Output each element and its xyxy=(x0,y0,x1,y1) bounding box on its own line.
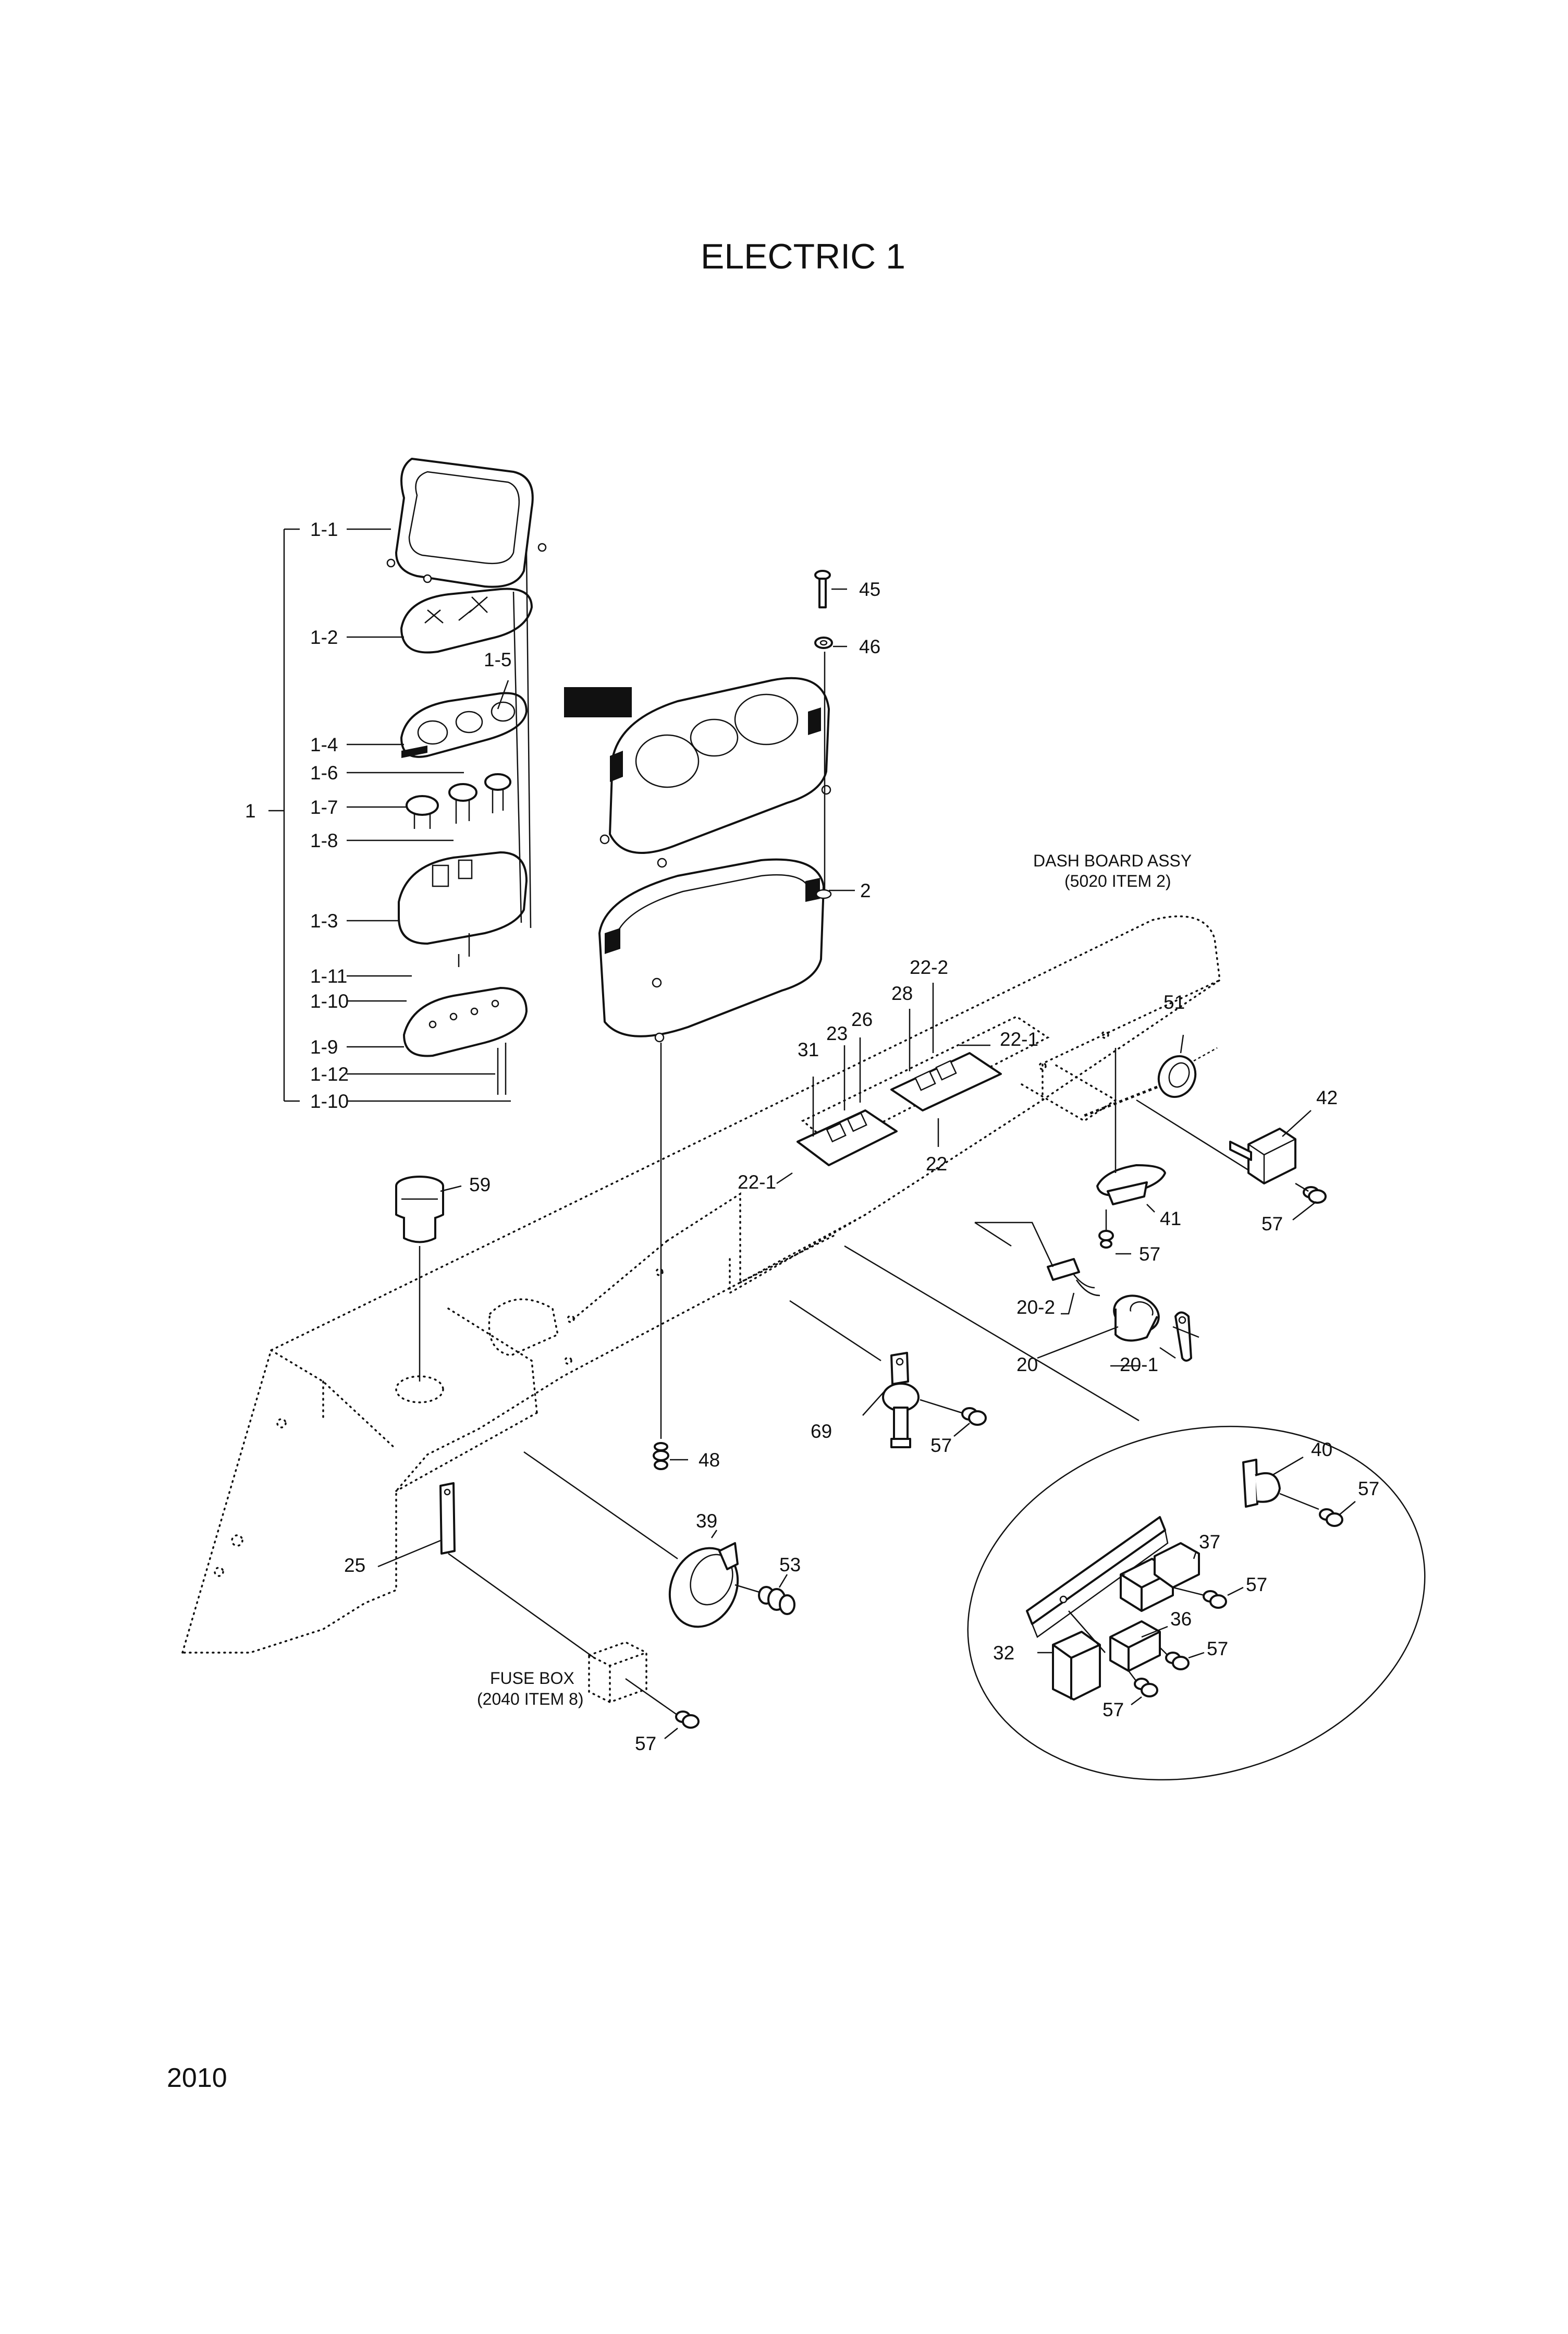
switch-panel-31 xyxy=(797,1109,898,1166)
callout-48: 48 xyxy=(699,1449,720,1471)
part-42 xyxy=(1229,1128,1296,1184)
bolt-57-c xyxy=(920,1399,987,1437)
callout-46: 46 xyxy=(859,636,880,657)
page-number: 2010 xyxy=(167,2063,227,2093)
cluster-panel-1-4 xyxy=(400,692,528,758)
bolt-57-e xyxy=(1319,1501,1356,1527)
cluster-case-1-3 xyxy=(398,851,528,945)
callout-25: 25 xyxy=(344,1555,365,1576)
callout-1-9: 1-9 xyxy=(310,1036,338,1058)
warning-lamps-1-6-1-7 xyxy=(406,773,511,829)
callout-45: 45 xyxy=(859,579,880,600)
callout-1-5: 1-5 xyxy=(484,649,511,670)
callout-1-6: 1-6 xyxy=(310,762,338,784)
bolt-57-a xyxy=(1292,1182,1327,1220)
callout-57-c: 57 xyxy=(930,1435,952,1456)
bolt-48 xyxy=(653,1442,688,1470)
callout-31: 31 xyxy=(798,1039,819,1060)
callout-36: 36 xyxy=(1170,1608,1192,1630)
callout-28: 28 xyxy=(891,983,913,1004)
callout-41: 41 xyxy=(1160,1208,1181,1229)
callout-1-1: 1-1 xyxy=(310,519,338,540)
callout-57-b: 57 xyxy=(1139,1243,1160,1265)
bolt-57-d xyxy=(625,1678,700,1739)
note-dash-board-line2: (5020 ITEM 2) xyxy=(1064,872,1171,890)
callout-57-f: 57 xyxy=(1246,1574,1267,1595)
callout-22-1-right: 22-1 xyxy=(1000,1029,1038,1050)
callout-1-10-a: 1-10 xyxy=(310,991,349,1012)
bolt-57-g xyxy=(1159,1647,1205,1670)
callout-57-g: 57 xyxy=(1207,1638,1228,1659)
part-40 xyxy=(1242,1459,1281,1508)
mounting-plate xyxy=(1026,1516,1169,1638)
callout-1-8: 1-8 xyxy=(310,830,338,851)
callout-bracket-1 xyxy=(268,528,511,1102)
callout-22: 22 xyxy=(926,1153,947,1175)
callout-51: 51 xyxy=(1163,992,1185,1013)
key-switch-20 xyxy=(1047,1258,1160,1342)
callout-53: 53 xyxy=(779,1554,801,1575)
callout-57-d: 57 xyxy=(635,1733,656,1754)
note-fuse-box-line1: FUSE BOX xyxy=(490,1669,574,1688)
dash-board-frame xyxy=(181,915,1221,1654)
callout-1: 1 xyxy=(245,800,256,822)
callout-59: 59 xyxy=(469,1174,491,1195)
callout-20: 20 xyxy=(1016,1354,1038,1375)
cluster-lens-1-2 xyxy=(400,588,533,654)
callout-1-3: 1-3 xyxy=(310,910,338,932)
callout-57-e: 57 xyxy=(1358,1478,1379,1499)
assembled-cluster xyxy=(599,677,831,868)
callout-1-12: 1-12 xyxy=(310,1064,349,1085)
callout-23: 23 xyxy=(826,1023,848,1044)
callout-39: 39 xyxy=(696,1510,717,1532)
part-25 xyxy=(439,1482,456,1555)
callout-22-2: 22-2 xyxy=(910,957,948,978)
part-51 xyxy=(1157,1034,1218,1098)
callout-2: 2 xyxy=(860,880,871,901)
relay-36 xyxy=(1109,1620,1161,1672)
black-box-marker xyxy=(564,687,632,717)
horn-39 xyxy=(668,1542,739,1628)
callout-42: 42 xyxy=(1316,1087,1338,1108)
cluster-cover-1-1 xyxy=(386,458,547,588)
callout-20-2: 20-2 xyxy=(1016,1297,1055,1318)
relay-37 xyxy=(1120,1542,1200,1612)
callout-26: 26 xyxy=(851,1009,873,1030)
callout-1-11: 1-11 xyxy=(310,966,347,987)
switch-panel-22 xyxy=(890,1052,1002,1111)
callout-57-h: 57 xyxy=(1102,1699,1124,1720)
circuit-board-1-9 xyxy=(403,987,528,1057)
bolt-57-f xyxy=(1172,1586,1244,1609)
part-59 xyxy=(395,1176,444,1243)
cluster-housing-2 xyxy=(598,858,825,1043)
callout-20-1: 20-1 xyxy=(1120,1354,1158,1375)
callout-32: 32 xyxy=(993,1642,1014,1664)
screw-45 xyxy=(814,570,831,608)
callout-1-7: 1-7 xyxy=(310,797,338,818)
note-dash-board-line1: DASH BOARD ASSY xyxy=(1033,851,1192,870)
callout-69: 69 xyxy=(811,1421,832,1442)
callout-40: 40 xyxy=(1311,1439,1332,1460)
callout-57-a: 57 xyxy=(1261,1213,1283,1235)
part-41 xyxy=(1096,1164,1166,1205)
washer-46 xyxy=(814,637,833,649)
callout-22-1-left: 22-1 xyxy=(738,1171,776,1193)
part-69 xyxy=(882,1352,920,1448)
bolt-57-b xyxy=(1098,1209,1131,1255)
callout-1-4: 1-4 xyxy=(310,734,338,755)
cluster-screws xyxy=(458,552,532,1095)
callout-1-10-b: 1-10 xyxy=(310,1091,349,1112)
detail-ellipse xyxy=(967,1425,1426,1781)
key-20-1 xyxy=(1172,1311,1199,1362)
bolt-53 xyxy=(734,1574,795,1615)
note-fuse-box-line2: (2040 ITEM 8) xyxy=(477,1690,584,1708)
bolt-57-h xyxy=(1128,1670,1158,1705)
part-32 xyxy=(1052,1631,1101,1701)
callout-1-2: 1-2 xyxy=(310,627,338,648)
page-title: ELECTRIC 1 xyxy=(701,237,905,276)
fuse-box xyxy=(588,1641,647,1703)
callout-37: 37 xyxy=(1199,1531,1220,1553)
